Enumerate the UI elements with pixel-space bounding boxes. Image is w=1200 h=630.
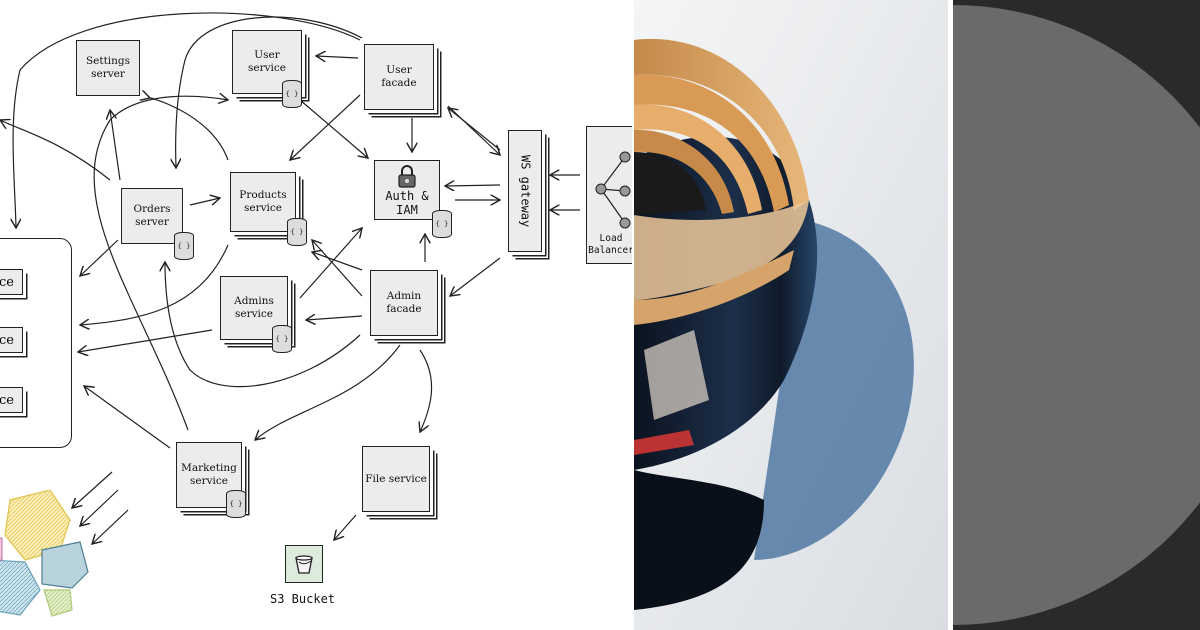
dark-panel	[953, 0, 1200, 630]
auth-iam-label: Auth & IAM	[385, 189, 429, 217]
file-service-label: File service	[365, 472, 427, 485]
orders-db-icon: { }	[174, 232, 194, 260]
s3-bucket-label: S3 Bucket	[270, 592, 336, 606]
admin-facade-node[interactable]: Admin facade	[370, 270, 444, 342]
honeycomb-blobs-icon	[0, 490, 89, 617]
left-group-item-1[interactable]: ce	[0, 269, 23, 295]
ws-gateway-label: WS gateway	[518, 154, 533, 228]
s3-bucket-node[interactable]	[285, 545, 323, 583]
user-service-label: User service	[247, 49, 286, 74]
db-glyph: { }	[285, 90, 299, 98]
db-glyph: { }	[177, 242, 191, 250]
nested-bowls-photo	[634, 0, 948, 630]
left-group-item-3-label: vice	[0, 392, 14, 408]
marketing-service-label: Marketing service	[181, 462, 237, 487]
load-balancer-node[interactable]: Load Balancer	[586, 126, 632, 264]
db-glyph: { }	[229, 500, 243, 508]
db-glyph: { }	[275, 335, 289, 343]
marketing-db-icon: { }	[226, 490, 246, 518]
admins-service-label: Admins service	[234, 295, 274, 320]
load-balancer-label: Load Balancer	[588, 233, 632, 256]
graph-nodes-icon	[595, 151, 631, 229]
diagram-connectors	[0, 12, 580, 630]
db-glyph: { }	[290, 228, 304, 236]
products-service-label: Products service	[239, 189, 287, 214]
settings-server-label: Settings server	[85, 55, 131, 80]
admins-db-icon: { }	[272, 325, 292, 353]
grey-disc	[953, 5, 1200, 625]
left-group-item-2-label: vice	[0, 332, 14, 348]
left-group-item-3[interactable]: vice	[0, 387, 23, 413]
left-group-item-2[interactable]: vice	[0, 327, 23, 353]
user-facade-node[interactable]: User facade	[364, 44, 440, 116]
bucket-icon	[295, 555, 313, 574]
left-service-group: ce vice vice	[0, 238, 72, 448]
file-service-node[interactable]: File service	[362, 446, 436, 518]
lock-icon	[398, 165, 416, 188]
settings-server-node[interactable]: Settings server	[76, 40, 146, 102]
db-glyph: { }	[435, 220, 449, 228]
architecture-diagram: Settings server User service { } User fa…	[0, 12, 632, 630]
auth-db-icon: { }	[432, 210, 452, 238]
user-service-db-icon: { }	[282, 80, 302, 108]
left-group-item-1-label: ce	[0, 274, 14, 290]
products-service-node[interactable]: Products service	[230, 172, 302, 238]
ws-gateway-node[interactable]: WS gateway	[508, 130, 548, 258]
user-facade-label: User facade	[381, 64, 417, 89]
nested-bowls-image	[634, 0, 948, 630]
auth-iam-node[interactable]: Auth & IAM	[374, 160, 446, 226]
orders-server-label: Orders server	[133, 203, 171, 228]
orders-server-node[interactable]: Orders server	[121, 188, 189, 250]
admin-facade-label: Admin facade	[386, 290, 422, 315]
products-db-icon: { }	[287, 218, 307, 246]
